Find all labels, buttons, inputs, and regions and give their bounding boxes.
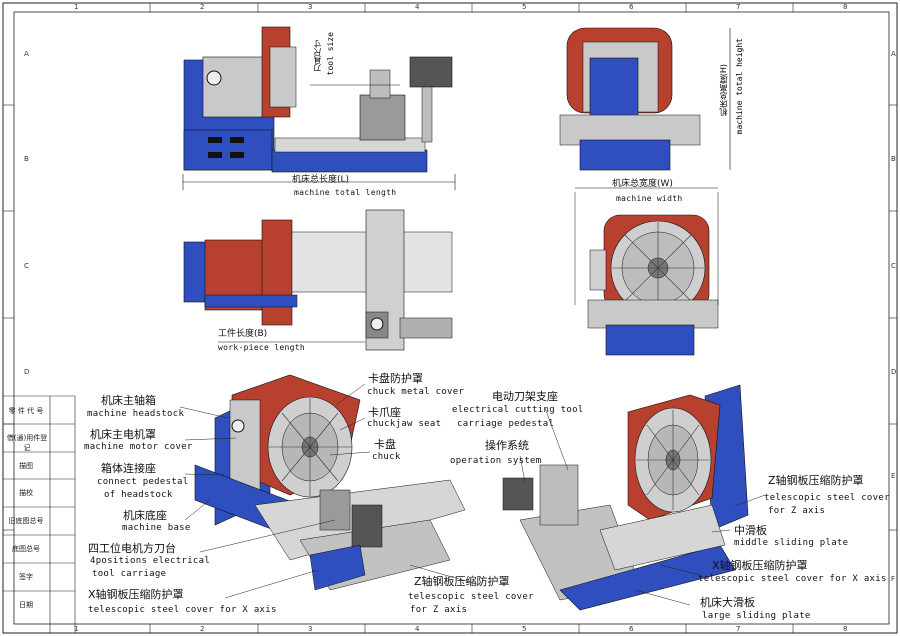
callout-chuckjaw-zh: 卡爪座 (368, 406, 401, 419)
callout-chuck-zh: 卡盘 (374, 438, 396, 451)
callout-pedestal-zh: 箱体连接座 (101, 462, 156, 475)
callout-x-cover-en: telescopic steel cover for X axis (88, 605, 277, 615)
col-label-bottom: 3 (308, 625, 313, 633)
col-label-bottom: 2 (200, 625, 205, 633)
callout-motor-cover-en: machine motor cover (84, 442, 193, 452)
row-label-right: C (891, 262, 896, 270)
title-block-cell: 旧底图总号 (8, 517, 44, 525)
callout-tool-pedestal-en: electrical cutting tool (452, 405, 584, 415)
dim-length-zh: 机床总长度(L) (292, 175, 350, 185)
row-label: D (24, 368, 30, 376)
callout-tool-carriage-en2: tool carriage (92, 569, 167, 579)
side-view (559, 27, 731, 189)
row-label: A (24, 50, 29, 58)
row-label-right: D (891, 368, 897, 376)
title-block-cell: 描图 (19, 462, 33, 470)
dim-workpiece-zh: 工件长度(B) (218, 329, 268, 339)
callout-z-cover-en: telescopic steel cover (408, 592, 534, 602)
col-label: 1 (74, 3, 79, 11)
callout-chuck-en: chuck (372, 452, 401, 462)
col-label-bottom: 7 (736, 625, 741, 633)
row-label-right: B (891, 155, 896, 163)
front-view (182, 26, 456, 190)
title-block-cell: 借(通)用件登记 (6, 434, 48, 452)
row-label-right: F (891, 575, 896, 583)
dim-width-en: machine width (616, 194, 683, 203)
callout-motor-cover-zh: 机床主电机罩 (90, 428, 156, 441)
callout-chuckjaw-en: chuckjaw seat (367, 419, 442, 429)
col-label-bottom: 4 (415, 625, 420, 633)
col-label: 3 (308, 3, 313, 11)
callout-z-cover-en2: for Z axis (410, 605, 468, 615)
callout-operation-zh: 操作系统 (485, 439, 529, 452)
col-label-bottom: 8 (843, 625, 848, 633)
callout-large-plate-en: large sliding plate (702, 611, 811, 621)
callout-headstock-zh: 机床主轴箱 (101, 394, 156, 407)
col-label: 8 (843, 3, 848, 11)
dim-width-zh: 机床总宽度(W) (612, 179, 673, 189)
callout-large-plate-zh: 机床大滑板 (700, 596, 755, 609)
callout-z-cover-right-zh: Z轴钢板压缩防护罩 (768, 474, 864, 487)
callout-tool-pedestal-zh: 电动刀架支座 (492, 390, 558, 403)
title-block-cell: 零 件 代 号 (8, 407, 44, 415)
col-label-bottom: 1 (74, 625, 79, 633)
callout-base-en: machine base (122, 523, 191, 533)
callout-chuck-cover-zh: 卡盘防护罩 (368, 372, 423, 385)
col-label: 7 (736, 3, 741, 11)
callout-middle-plate-en: middle sliding plate (734, 538, 849, 548)
dim-workpiece-en: work-piece length (218, 343, 305, 352)
col-label: 2 (200, 3, 205, 11)
col-label-bottom: 5 (522, 625, 527, 633)
callout-base-zh: 机床底座 (123, 509, 167, 522)
title-block-cell: 签字 (19, 573, 33, 581)
col-label-bottom: 6 (629, 625, 634, 633)
isometric-view-right (502, 384, 749, 611)
chuck-end-view (574, 192, 719, 356)
leader-lines (179, 383, 766, 606)
isometric-view-left (194, 374, 466, 591)
callout-tool-carriage-en: 4positions electrical (90, 556, 211, 566)
callout-tool-pedestal-en2: carriage pedestal (457, 419, 555, 429)
col-label: 5 (522, 3, 527, 11)
callout-chuck-cover-en: chuck metal cover (367, 387, 465, 397)
row-label: C (24, 262, 29, 270)
dim-tool-en: tool size (326, 32, 335, 76)
callout-middle-plate-zh: 中滑板 (734, 524, 767, 537)
callout-pedestal-en: connect pedestal (97, 477, 189, 487)
col-label: 6 (629, 3, 634, 11)
callout-x-cover-right-en: telescopic steel cover for X axis (698, 574, 887, 584)
callout-x-cover-zh: X轴钢板压缩防护罩 (88, 588, 184, 601)
callout-z-cover-right-en: telescopic steel cover (764, 493, 890, 503)
dim-length-en: machine total length (294, 188, 397, 197)
callout-x-cover-right-zh: X轴钢板压缩防护罩 (712, 559, 808, 572)
callout-pedestal-en2: of headstock (104, 490, 173, 500)
row-label-right: A (891, 50, 896, 58)
title-block-cell: 日期 (19, 601, 33, 609)
col-label: 4 (415, 3, 420, 11)
callout-z-cover-zh: Z轴钢板压缩防护罩 (414, 575, 510, 588)
callout-z-cover-right-en2: for Z axis (768, 506, 826, 516)
plan-view (183, 209, 453, 351)
callout-headstock-en: machine headstock (87, 409, 185, 419)
callout-operation-en: operation system (450, 456, 542, 466)
dim-height-en: machine total height (735, 38, 744, 135)
title-block-cell: 描校 (19, 489, 33, 497)
row-label-right: E (891, 472, 896, 480)
dim-height-zh: 机床总高度(H) (719, 64, 728, 117)
row-label: B (24, 155, 29, 163)
dim-tool-zh: 刀具尺寸 (313, 40, 322, 72)
callout-tool-carriage-zh: 四工位电机方刀台 (88, 542, 176, 555)
title-block-cell: 底图总号 (12, 545, 40, 553)
